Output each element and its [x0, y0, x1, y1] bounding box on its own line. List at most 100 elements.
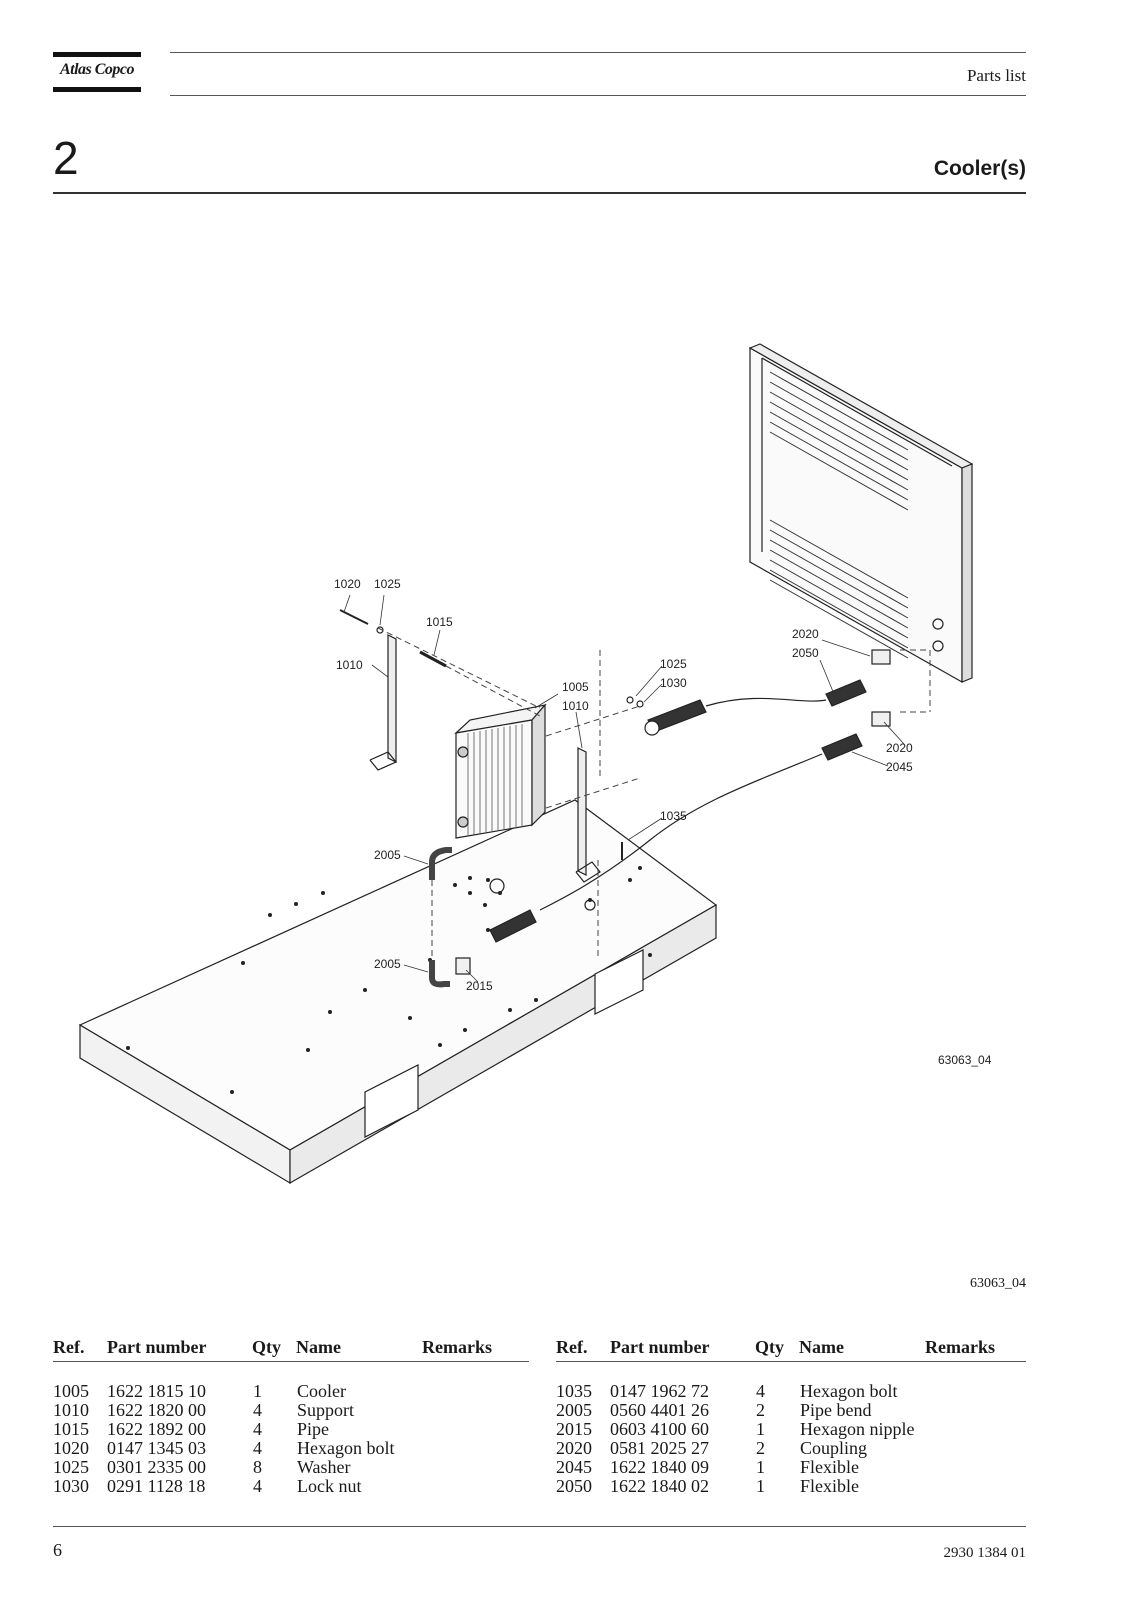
header-rule-bottom [170, 95, 1026, 96]
cell-qty: 8 [253, 1457, 262, 1477]
cover-panel [748, 343, 974, 684]
cell-name: Lock nut [297, 1476, 362, 1496]
parts-table-header: Ref. Part number Qty Name Remarks [53, 1337, 529, 1362]
cell-name: Hexagon bolt [800, 1381, 898, 1401]
callout-1010-a: 1010 [336, 658, 363, 672]
cell-remarks [926, 1477, 1026, 1496]
cell-ref: 2050 [556, 1476, 592, 1496]
table-row: 2020 0581 2025 27 2 Coupling [556, 1439, 1026, 1458]
cell-remarks [423, 1477, 529, 1496]
cell-qty: 2 [756, 1438, 765, 1458]
cell-qty: 4 [253, 1419, 262, 1439]
bolt-1020 [339, 609, 369, 625]
callout-1035: 1035 [660, 809, 687, 823]
cell-remarks [926, 1458, 1026, 1477]
cell-ref: 1015 [53, 1419, 89, 1439]
cell-ref: 1025 [53, 1457, 89, 1477]
header-qty: Qty [755, 1337, 784, 1357]
table-row: 1015 1622 1892 00 4 Pipe [53, 1420, 529, 1439]
cell-remarks [423, 1420, 529, 1439]
cell-part-number: 0147 1962 72 [610, 1381, 709, 1401]
cell-name: Hexagon nipple [800, 1419, 915, 1439]
cell-ref: 2020 [556, 1438, 592, 1458]
cell-part-number: 0581 2025 27 [610, 1438, 709, 1458]
callout-1015: 1015 [426, 615, 453, 629]
cell-qty: 1 [253, 1381, 262, 1401]
table-row: 1005 1622 1815 10 1 Cooler [53, 1382, 529, 1401]
assembly-lines [377, 627, 931, 960]
cell-part-number: 1622 1840 02 [610, 1476, 709, 1496]
callout-2050: 2050 [792, 646, 819, 660]
cell-ref: 1005 [53, 1381, 89, 1401]
callout-2045: 2045 [886, 760, 913, 774]
lock-nut-1030 [636, 700, 644, 708]
parts-rows-left: 1005 1622 1815 10 1 Cooler 1010 1622 182… [53, 1382, 529, 1496]
cell-ref: 1035 [556, 1381, 592, 1401]
callout-1025-a: 1025 [374, 577, 401, 591]
cell-part-number: 0301 2335 00 [107, 1457, 206, 1477]
atlas-copco-logo: Atlas Copco [59, 61, 135, 78]
cell-ref: 1010 [53, 1400, 89, 1420]
callout-1030: 1030 [660, 676, 687, 690]
section-number: 2 [53, 132, 79, 184]
cooler [454, 703, 547, 839]
drawing-reference: 63063_04 [970, 1276, 1026, 1291]
support-left [369, 634, 397, 771]
table-row: 1010 1622 1820 00 4 Support [53, 1401, 529, 1420]
cell-remarks [926, 1382, 1026, 1401]
logo-bar-bottom [53, 87, 141, 92]
header-label: Parts list [966, 66, 1026, 85]
flexible-hose-upper [644, 679, 867, 736]
header-ref: Ref. [53, 1337, 85, 1357]
cell-qty: 2 [756, 1400, 765, 1420]
cell-qty: 4 [253, 1476, 262, 1496]
table-row: 2015 0603 4100 60 1 Hexagon nipple [556, 1420, 1026, 1439]
table-row: 2005 0560 4401 26 2 Pipe bend [556, 1401, 1026, 1420]
cell-name: Coupling [800, 1438, 868, 1458]
cell-part-number: 1622 1820 00 [107, 1400, 206, 1420]
cell-qty: 1 [756, 1419, 765, 1439]
table-row: 1035 0147 1962 72 4 Hexagon bolt [556, 1382, 1026, 1401]
logo-bar-top [53, 52, 141, 57]
cell-part-number: 0147 1345 03 [107, 1438, 206, 1458]
cell-remarks [423, 1439, 529, 1458]
cell-qty: 1 [756, 1457, 765, 1477]
cell-qty: 4 [253, 1400, 262, 1420]
cell-remarks [423, 1382, 529, 1401]
cell-remarks [926, 1439, 1026, 1458]
flexible-hose-lower [489, 733, 863, 943]
table-row: 2050 1622 1840 02 1 Flexible [556, 1477, 1026, 1496]
cell-part-number: 0603 4100 60 [610, 1419, 709, 1439]
callout-2020-a: 2020 [792, 627, 819, 641]
exploded-view-drawing: 1020 1025 1015 1010 1005 1010 1025 1030 … [78, 343, 992, 1185]
washer-1025-b [626, 696, 634, 704]
callout-2005-b: 2005 [374, 957, 401, 971]
cell-ref: 2015 [556, 1419, 592, 1439]
cell-name: Flexible [800, 1457, 859, 1477]
cell-name: Pipe bend [800, 1400, 872, 1420]
header-rule-top [170, 52, 1026, 53]
header-name: Name [799, 1337, 844, 1357]
table-row: 1030 0291 1128 18 4 Lock nut [53, 1477, 529, 1496]
document-number: 2930 1384 01 [943, 1545, 1027, 1561]
cell-name: Pipe [297, 1419, 330, 1439]
parts-rows-right: 1035 0147 1962 72 4 Hexagon bolt 2005 05… [556, 1382, 1026, 1496]
pipe-bend-lower [429, 960, 450, 988]
pipe-bend-upper [429, 847, 452, 880]
table-row: 2045 1622 1840 09 1 Flexible [556, 1458, 1026, 1477]
pipe-1015 [419, 650, 447, 668]
callout-1020: 1020 [334, 577, 361, 591]
leader-lines [343, 594, 905, 983]
cell-part-number: 0291 1128 18 [107, 1476, 206, 1496]
cell-remarks [926, 1420, 1026, 1439]
cell-remarks [423, 1458, 529, 1477]
coupling-2020-a [871, 649, 891, 665]
cell-part-number: 1622 1892 00 [107, 1419, 206, 1439]
cell-qty: 1 [756, 1476, 765, 1496]
cell-ref: 2005 [556, 1400, 592, 1420]
header-remarks: Remarks [422, 1337, 492, 1357]
parts-table-header: Ref. Part number Qty Name Remarks [556, 1337, 1026, 1362]
cell-name: Cooler [297, 1381, 346, 1401]
footer-rule [53, 1526, 1026, 1527]
cell-name: Support [297, 1400, 355, 1420]
